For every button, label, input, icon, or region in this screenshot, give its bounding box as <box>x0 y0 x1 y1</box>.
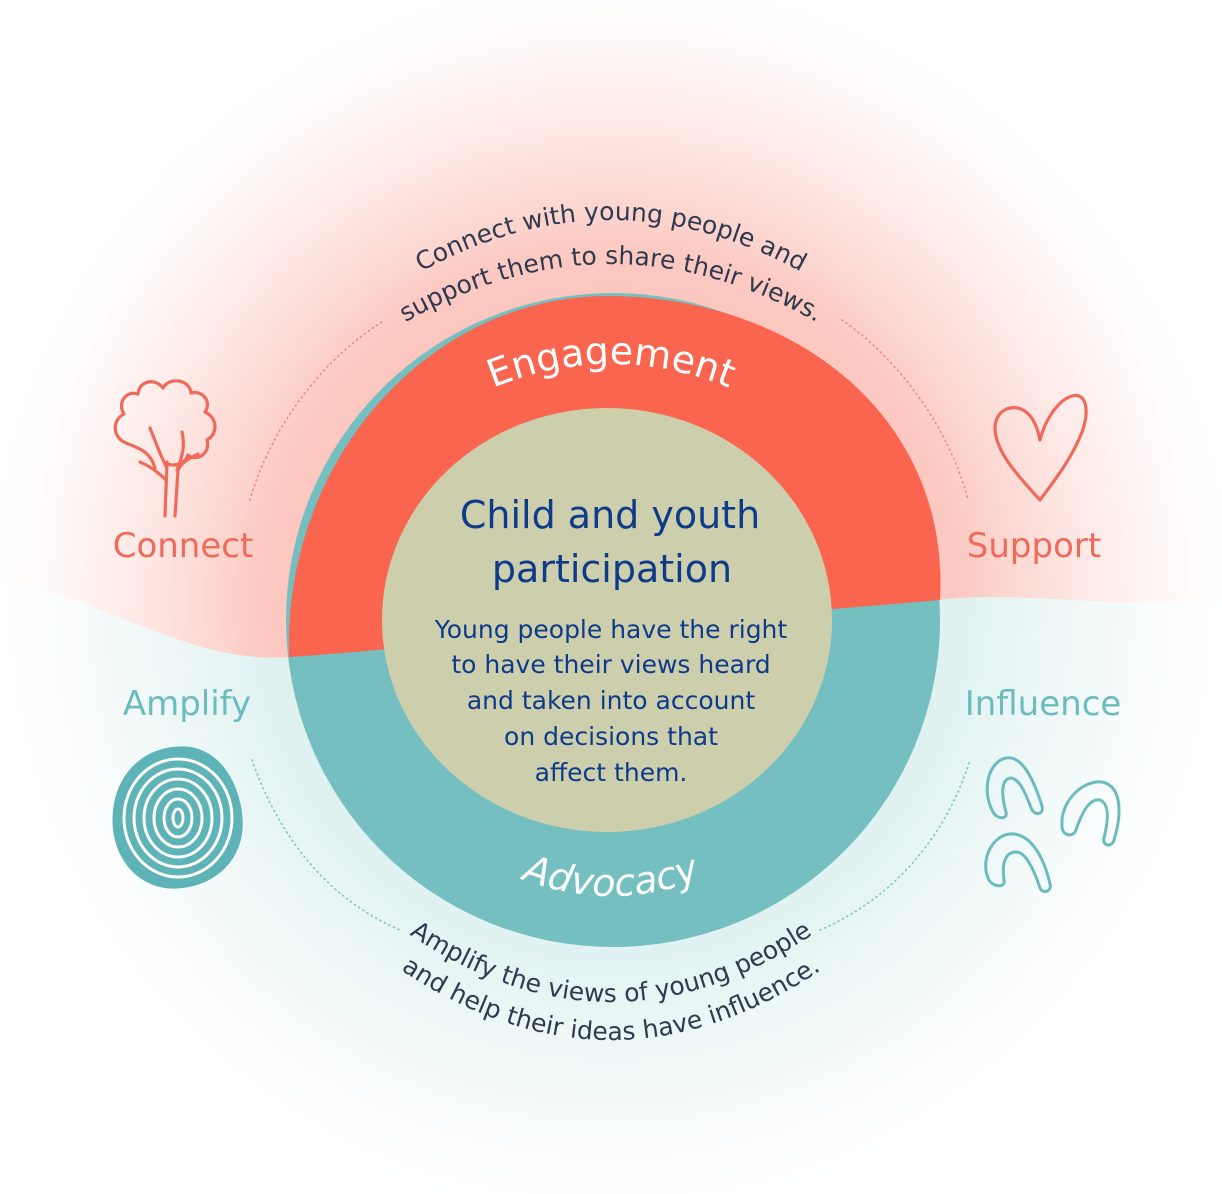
center-title-line-1: Child and youth <box>460 493 760 537</box>
support-label: Support <box>967 526 1101 566</box>
influence-label: Influence <box>965 684 1122 724</box>
main-ring <box>286 293 941 947</box>
amplify-label: Amplify <box>123 684 251 724</box>
tree-icon <box>113 379 217 518</box>
dotted-connectors <box>249 319 971 931</box>
center-body-line-5: affect them. <box>535 758 688 787</box>
center-title-line-2: participation <box>492 547 732 591</box>
center-circle <box>382 408 832 832</box>
fingerprint-icon <box>112 746 243 889</box>
center-body-line-1: Young people have the right <box>434 615 788 644</box>
heart-icon <box>993 393 1088 502</box>
center-body-line-3: and taken into account <box>467 686 755 715</box>
connector-top-left <box>249 319 386 501</box>
center-body-line-2: to have their views heard <box>451 650 770 679</box>
connector-bottom-left <box>251 759 401 931</box>
center-text: Child and youth participation Young peop… <box>434 493 788 787</box>
center-body-line-4: on decisions that <box>504 722 718 751</box>
footprints-icon <box>984 756 1121 893</box>
connect-label: Connect <box>113 526 254 566</box>
connector-top-right <box>841 319 969 501</box>
